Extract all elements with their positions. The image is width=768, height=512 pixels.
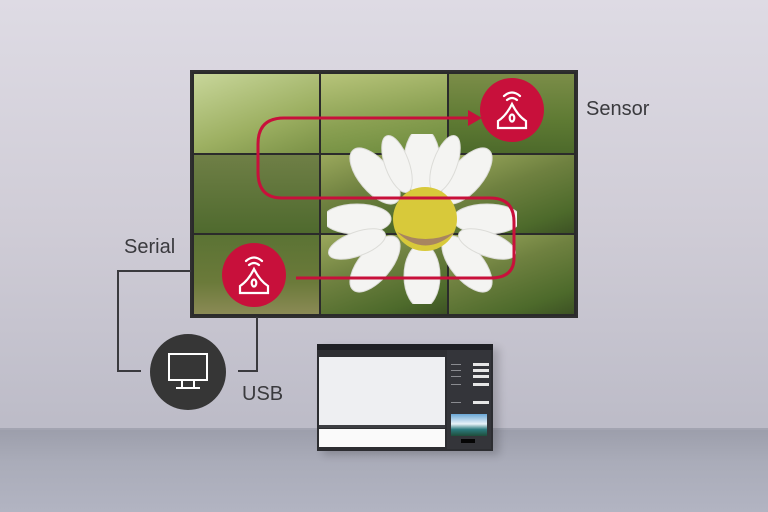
app-button bbox=[461, 439, 475, 443]
app-preview-image bbox=[451, 414, 487, 436]
usb-line-v bbox=[256, 317, 258, 372]
software-window bbox=[317, 344, 493, 451]
side-field bbox=[473, 363, 489, 366]
side-label bbox=[451, 402, 461, 403]
side-label bbox=[451, 364, 461, 365]
app-tabbar bbox=[319, 425, 445, 428]
sensor-label: Sensor bbox=[586, 98, 650, 120]
serial-line-h bbox=[117, 270, 191, 272]
app-main-panel bbox=[319, 357, 445, 425]
app-log-panel bbox=[319, 429, 445, 447]
daisy-image bbox=[327, 134, 517, 304]
app-toolbar bbox=[317, 350, 447, 357]
calibration-path bbox=[256, 110, 516, 280]
serial-line-pc bbox=[117, 370, 141, 372]
side-label bbox=[451, 376, 461, 377]
pc bbox=[150, 334, 226, 410]
app-titlebar bbox=[317, 344, 493, 350]
serial-label: Serial bbox=[124, 236, 176, 258]
usb-label: USB bbox=[242, 383, 284, 405]
serial-line-v bbox=[117, 270, 119, 372]
side-field bbox=[473, 375, 489, 378]
sensor-icon bbox=[238, 256, 270, 295]
sensor-start bbox=[222, 243, 286, 307]
monitor-icon bbox=[168, 353, 208, 389]
side-field bbox=[473, 369, 489, 372]
side-field bbox=[473, 401, 489, 404]
arrow-right-icon bbox=[468, 110, 482, 126]
tile-1 bbox=[194, 74, 320, 153]
sensor-icon bbox=[496, 91, 528, 130]
side-label bbox=[451, 370, 461, 371]
sensor-end bbox=[480, 78, 544, 142]
side-label bbox=[451, 384, 461, 385]
usb-line-pc bbox=[238, 370, 258, 372]
side-field bbox=[473, 383, 489, 386]
